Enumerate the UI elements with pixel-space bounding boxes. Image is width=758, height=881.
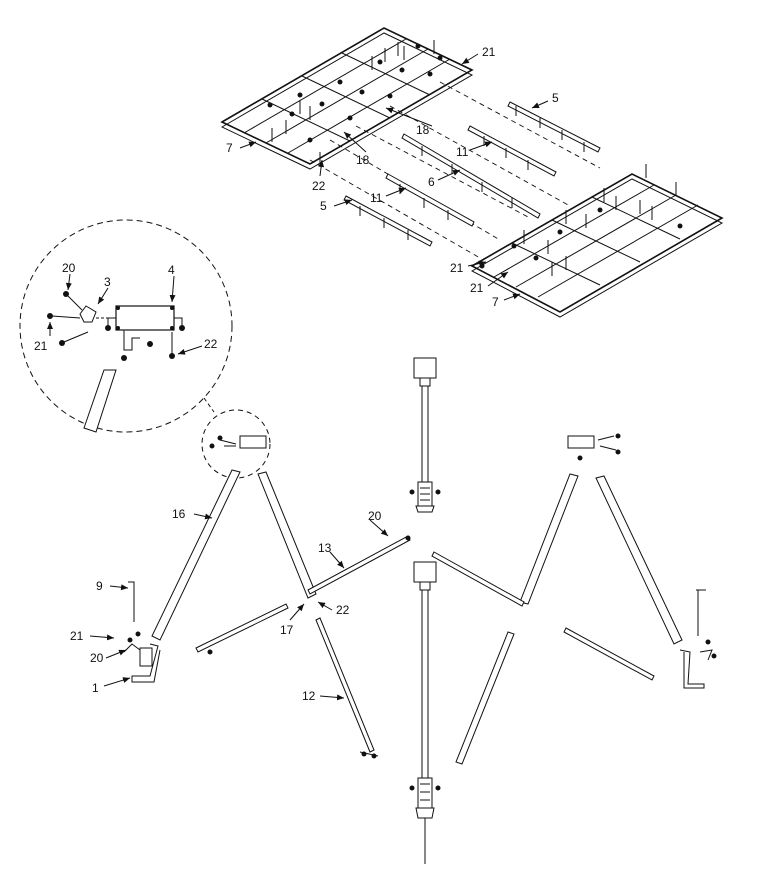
callout-21: 21 — [70, 629, 84, 643]
callout-21: 21 — [34, 339, 48, 353]
callout-17: 17 — [280, 623, 294, 637]
right-a-frame — [431, 433, 717, 765]
callout-1: 1 — [92, 681, 99, 695]
center-poles — [409, 357, 441, 864]
callout-11: 11 — [456, 145, 469, 159]
callout-13: 13 — [318, 541, 332, 555]
base-frame-left — [220, 27, 474, 170]
callout-12: 12 — [302, 689, 316, 703]
loose-rails — [343, 101, 601, 247]
detail-magnifier — [19, 219, 233, 433]
callout-21: 21 — [470, 281, 484, 295]
callout-3: 3 — [104, 275, 111, 289]
callouts: 21 5 11 18 18 7 22 6 11 5 21 21 7 20 3 4… — [34, 45, 559, 703]
callout-7: 7 — [226, 141, 233, 155]
callout-20: 20 — [62, 261, 76, 275]
callout-20: 20 — [90, 651, 104, 665]
callout-5: 5 — [552, 91, 559, 105]
left-a-frame — [123, 435, 411, 759]
callout-22: 22 — [336, 603, 350, 617]
callout-4: 4 — [168, 263, 175, 277]
callout-7: 7 — [492, 295, 499, 309]
callout-22: 22 — [204, 337, 218, 351]
base-frame-right — [470, 164, 724, 318]
callout-5: 5 — [320, 199, 327, 213]
callout-21: 21 — [482, 45, 496, 59]
callout-18: 18 — [416, 123, 430, 137]
callout-22: 22 — [312, 179, 326, 193]
callout-18: 18 — [356, 153, 370, 167]
apex-detail-circle — [201, 409, 271, 479]
callout-16: 16 — [172, 507, 186, 521]
callout-21: 21 — [450, 261, 464, 275]
callout-9: 9 — [96, 579, 103, 593]
callout-20: 20 — [368, 509, 382, 523]
callout-6: 6 — [428, 175, 435, 189]
callout-11: 11 — [370, 191, 383, 205]
